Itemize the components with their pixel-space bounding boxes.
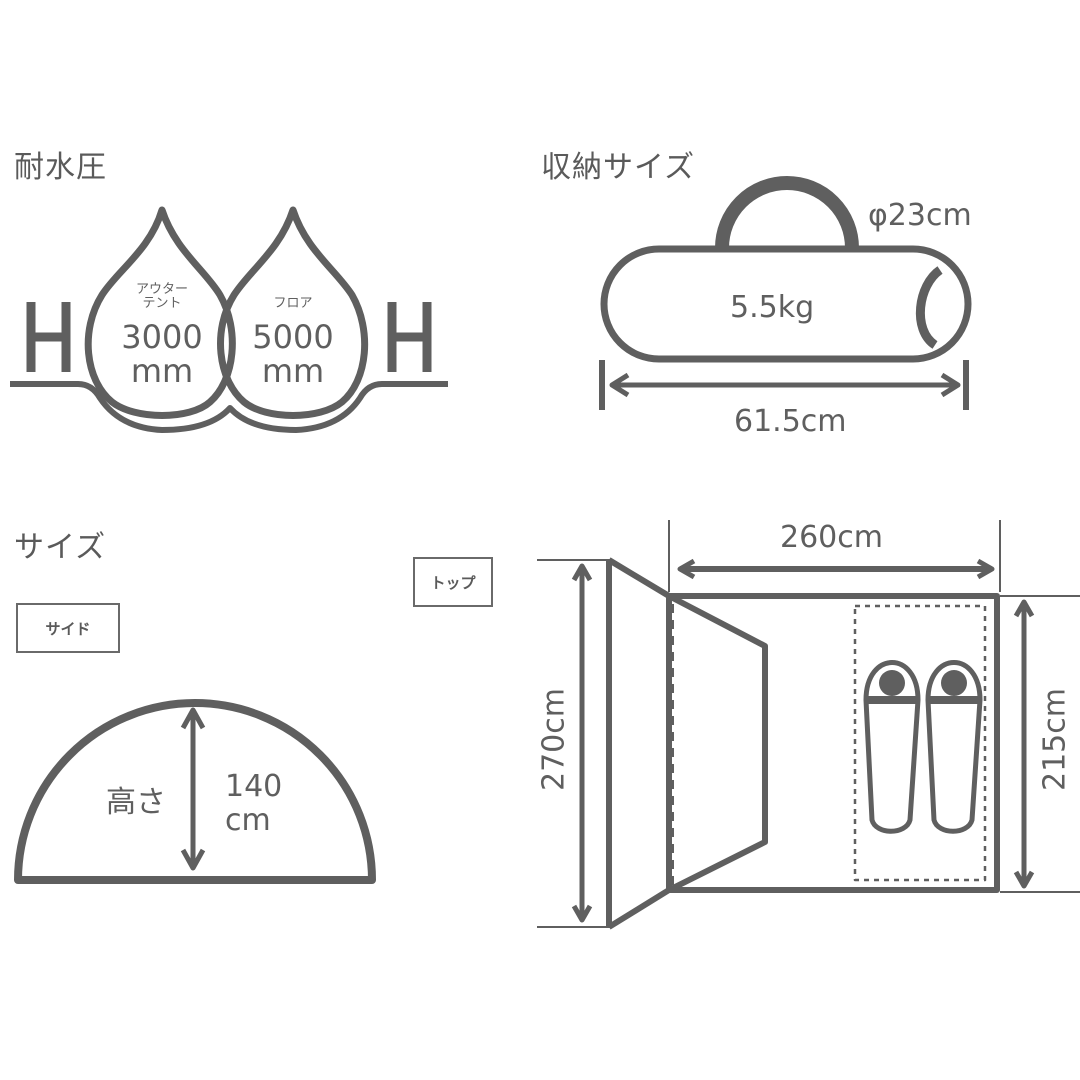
outer-tent-label-line2: テント — [142, 296, 182, 311]
weight-label: 5.5kg — [730, 290, 815, 325]
top-view-tag: トップ — [413, 557, 493, 607]
tent-side-view-icon — [14, 699, 376, 884]
sleeping-bag-heads — [867, 670, 979, 704]
outer-tent-unit: mm — [130, 352, 194, 390]
outer-tent-value: 3000 mm — [112, 320, 212, 388]
floor-value: 5000 mm — [243, 320, 343, 388]
floor-unit: mm — [261, 352, 325, 390]
water-drop-icons — [10, 206, 448, 433]
height-unit: cm — [225, 803, 271, 838]
storage-size-heading: 収納サイズ — [541, 150, 696, 185]
floor-label: フロア — [273, 296, 313, 311]
h-letter-icons — [26, 302, 432, 372]
inner-depth-label: 215cm — [1037, 688, 1073, 791]
outer-tent-number: 3000 — [121, 318, 203, 356]
size-heading: サイズ — [14, 530, 107, 565]
tent-top-view-icon — [537, 520, 1080, 930]
width-label: 260cm — [780, 520, 883, 555]
diameter-label: φ23cm — [868, 198, 972, 233]
floor-number: 5000 — [252, 318, 334, 356]
sleeping-bag-icons — [863, 660, 983, 834]
outer-tent-label-line1: アウター — [135, 282, 188, 297]
height-value: 140 cm — [225, 770, 282, 838]
height-label: 高さ — [106, 785, 166, 820]
height-number: 140 — [225, 769, 283, 804]
storage-bag-icon — [599, 176, 972, 410]
total-depth-label: 270cm — [536, 688, 572, 791]
outer-tent-label: アウター テント — [112, 283, 212, 311]
water-pressure-heading: 耐水圧 — [14, 150, 107, 185]
side-view-tag: サイド — [16, 603, 120, 653]
length-label: 61.5cm — [734, 404, 847, 439]
